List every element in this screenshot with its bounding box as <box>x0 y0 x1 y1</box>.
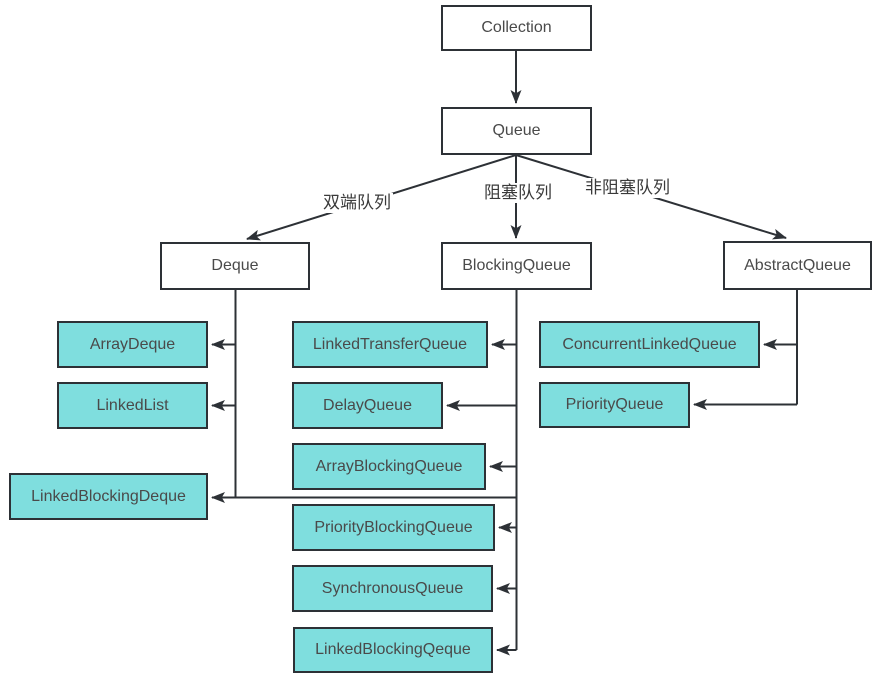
node-delayqueue: DelayQueue <box>292 382 443 429</box>
node-priorityblockingqueue: PriorityBlockingQueue <box>292 504 495 551</box>
node-synchronousqueue: SynchronousQueue <box>292 565 493 612</box>
node-linkedlist: LinkedList <box>57 382 208 429</box>
edge-label-blocking-branch: 阻塞队列 <box>482 183 554 203</box>
node-collection: Collection <box>441 5 592 51</box>
node-concurrentlinkedqueue: ConcurrentLinkedQueue <box>539 321 760 368</box>
node-arraydeque: ArrayDeque <box>57 321 208 368</box>
node-queue: Queue <box>441 107 592 155</box>
node-deque: Deque <box>160 242 310 290</box>
edge-label-deque-branch: 双端队列 <box>321 193 393 213</box>
node-linkedtransferqueue: LinkedTransferQueue <box>292 321 488 368</box>
node-abstractqueue: AbstractQueue <box>723 241 872 290</box>
node-linkedblockingqeque: LinkedBlockingQeque <box>293 627 493 673</box>
node-linkedblockingdeque: LinkedBlockingDeque <box>9 473 208 520</box>
node-priorityqueue: PriorityQueue <box>539 382 690 428</box>
node-blockingqueue: BlockingQueue <box>441 242 592 290</box>
node-arrayblockingqueue: ArrayBlockingQueue <box>292 443 486 490</box>
edge-label-nonblocking-branch: 非阻塞队列 <box>583 178 672 198</box>
